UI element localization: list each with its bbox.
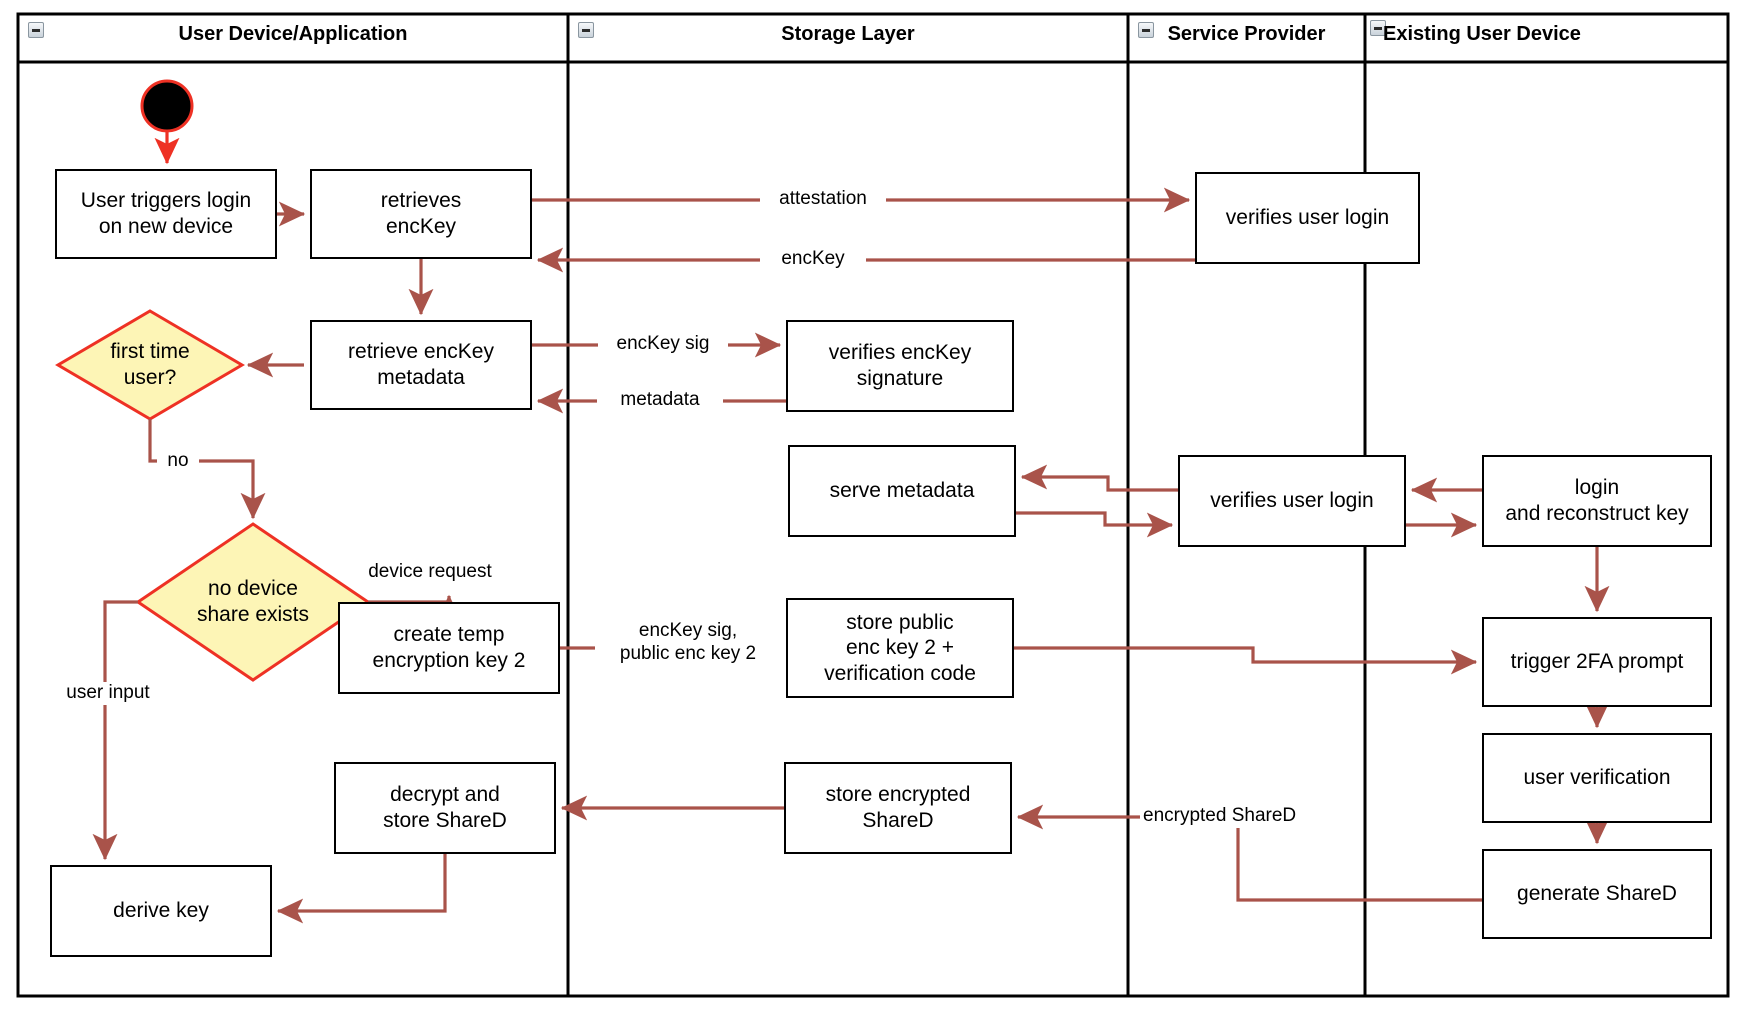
edge-label-enckey-sig-public: encKey sig,public enc key 2: [595, 620, 781, 666]
node-user-verification[interactable]: user verification: [1482, 733, 1712, 823]
edge-label-encrypted-shared: encrypted ShareD: [1140, 805, 1331, 828]
node-label: derive key: [113, 899, 209, 923]
node-serve-metadata[interactable]: serve metadata: [788, 445, 1016, 537]
lane-title-user-device: User Device/Application: [178, 23, 408, 45]
lane-title-service-provider: Service Provider: [1167, 23, 1326, 45]
collapse-icon-lane-1[interactable]: [28, 22, 44, 38]
edge-user-input: [92, 600, 138, 861]
collapse-icon-lane-3[interactable]: [1138, 22, 1154, 38]
node-derive-key[interactable]: derive key: [50, 865, 272, 957]
lane-title-storage: Storage Layer: [781, 23, 915, 45]
edge-label-device-request: device request: [352, 561, 508, 584]
initial-node: [140, 79, 194, 133]
lane-title-existing-device: Existing User Device: [1383, 23, 1581, 45]
edge-label-no: no: [157, 450, 199, 473]
edge-encrypted-shared: [1016, 804, 1482, 902]
node-label: verifies user login: [1210, 489, 1374, 513]
edge-label-enckey-sig: encKey sig: [598, 333, 728, 356]
edge-label-attestation: attestation: [760, 188, 886, 211]
node-verifies-user-login-mid[interactable]: verifies user login: [1178, 455, 1406, 547]
node-verifies-user-login-top[interactable]: verifies user login: [1195, 172, 1420, 264]
collapse-icon-lane-4[interactable]: [1370, 20, 1386, 36]
edge-serve-metadata-to-sp: [1016, 511, 1174, 538]
collapse-icon-lane-2[interactable]: [578, 22, 594, 38]
edge-label-enckey: encKey: [760, 248, 866, 271]
node-label: generate ShareD: [1517, 882, 1677, 906]
node-label: serve metadata: [829, 479, 975, 503]
node-label: user verification: [1523, 766, 1671, 790]
edge-label-user-input: user input: [50, 682, 166, 705]
edge-no-branch: [148, 419, 266, 520]
edge-decrypt-to-derive: [276, 854, 447, 924]
node-label: trigger 2FA prompt: [1510, 650, 1684, 674]
node-trigger-2fa-prompt[interactable]: trigger 2FA prompt: [1482, 617, 1712, 707]
decision-no-device-share-exists: [135, 522, 371, 682]
edge-store-key-to-2fa: [1014, 646, 1478, 675]
node-label: verifies user login: [1225, 206, 1390, 230]
edge-label-metadata: metadata: [597, 389, 723, 412]
edge-sp-to-serve-metadata: [1020, 464, 1178, 492]
node-generate-shared[interactable]: generate ShareD: [1482, 849, 1712, 939]
flow-edges: no device share exists --> derive key --…: [92, 131, 1610, 924]
